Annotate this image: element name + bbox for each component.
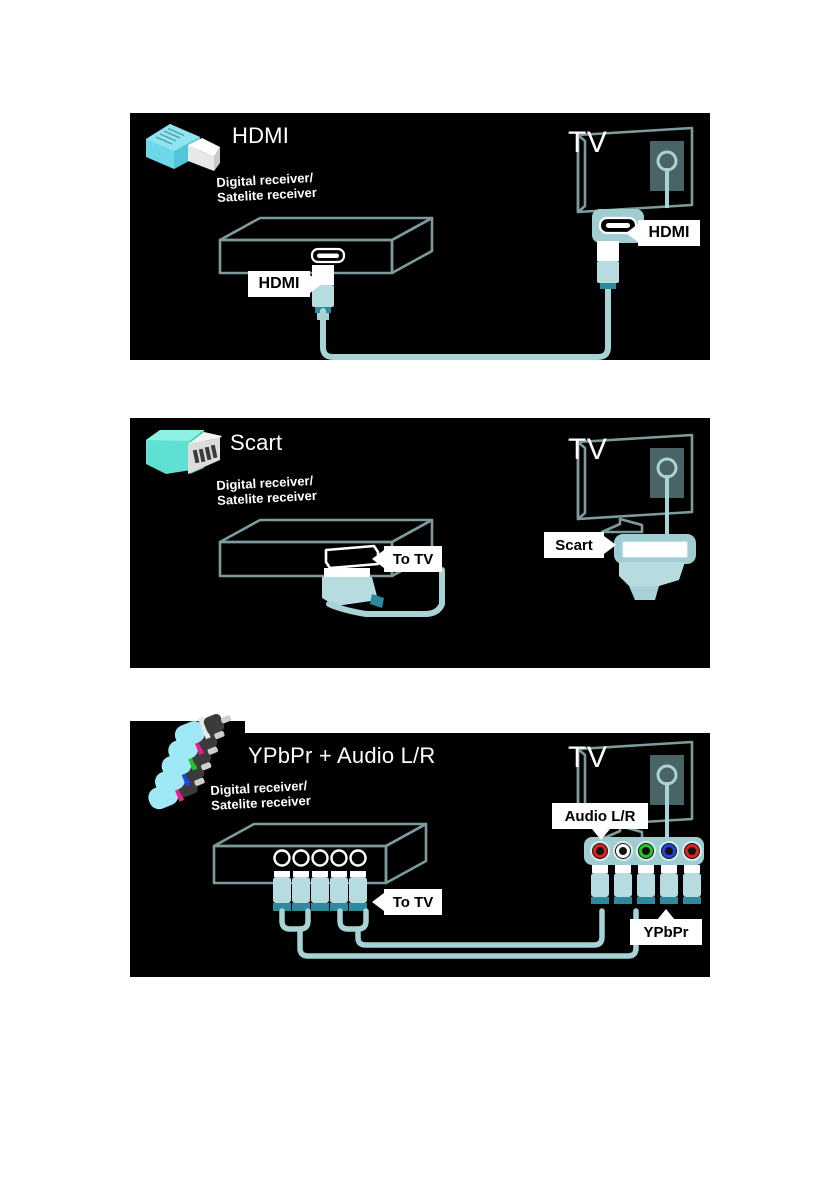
device-label-hdmi: Digital receiver/ Satelite receiver <box>216 170 317 205</box>
tv-label-ypbpr: TV <box>568 741 608 774</box>
audio-long-run <box>297 908 639 959</box>
device-av-plugs <box>273 871 367 911</box>
digital-receiver-box-ypbpr <box>212 822 428 885</box>
device-hdmi-callout-pointer <box>310 275 322 293</box>
tv-label-scart: TV <box>568 433 608 466</box>
tv-scart-port-callout: Scart <box>544 532 604 558</box>
diagram-panel-hdmi: TV HDMI Digital receiver/ Satelite recei… <box>130 113 710 360</box>
tv-audio-callout-pointer <box>592 829 610 840</box>
tv-set-scart <box>576 433 694 534</box>
device-hdmi-port-callout: HDMI <box>248 271 310 297</box>
rca-cable-bundle-icon <box>148 713 232 810</box>
device-scart-cable-plug <box>322 568 384 608</box>
panel-title-scart: Scart <box>230 430 283 455</box>
hdmi-cable <box>320 262 611 360</box>
tv-av-socket-strip <box>584 837 704 865</box>
tv-av-jack-2 <box>636 841 656 861</box>
tv-label-hdmi: TV <box>568 126 608 159</box>
panel-title-ypbpr: YPbPr + Audio L/R <box>248 743 436 768</box>
device-hdmi-port <box>310 247 346 264</box>
device-scart-callout-pointer <box>372 550 384 568</box>
panel-title-hdmi: HDMI <box>232 123 290 148</box>
device-av-callout-pointer <box>372 893 384 911</box>
panel-scart-graphics <box>146 430 696 617</box>
device-av-sockets <box>273 849 367 867</box>
device-label-scart: Digital receiver/ Satelite receiver <box>216 473 317 508</box>
tv-ypbpr-callout-pointer <box>657 909 675 920</box>
tv-av-jack-0 <box>590 841 610 861</box>
scart-plug-icon <box>146 430 222 474</box>
digital-receiver-box <box>218 216 434 275</box>
tv-hdmi-port-callout: HDMI <box>638 220 700 246</box>
tv-scart-cable-plug <box>619 562 685 600</box>
tv-audio-port-callout: Audio L/R <box>552 803 648 829</box>
ypbpr-long-run <box>355 908 605 948</box>
tv-av-jack-4 <box>682 841 702 861</box>
tv-ypbpr-port-callout: YPbPr <box>630 919 702 945</box>
device-ypbpr-cable <box>337 908 369 932</box>
tv-av-jack-1 <box>613 841 633 861</box>
hdmi-plug-icon <box>146 124 220 171</box>
device-scart-port-callout: To TV <box>384 546 442 572</box>
panel-ypbpr-graphics <box>148 713 704 959</box>
tv-av-plugs <box>591 865 701 904</box>
panel-hdmi-graphics <box>146 124 694 360</box>
scart-cable <box>326 567 445 617</box>
device-av-port-callout: To TV <box>384 889 442 915</box>
diagram-panel-scart: TV Scart Digital receiver/ Satelite rece… <box>130 418 710 668</box>
tv-hdmi-cable-plug <box>597 241 619 289</box>
device-label-ypbpr: Digital receiver/ Satelite receiver <box>210 778 311 813</box>
tv-scart-callout-pointer <box>604 536 616 554</box>
device-audio-cable <box>279 908 311 932</box>
tv-hdmi-callout-pointer <box>626 224 638 242</box>
device-scart-port <box>324 544 380 570</box>
tv-scart-socket <box>614 534 696 564</box>
diagram-panel-ypbpr: TV YPbPr + Audio L/R Digital receiver/ S… <box>130 713 710 977</box>
tv-av-jack-3 <box>659 841 679 861</box>
